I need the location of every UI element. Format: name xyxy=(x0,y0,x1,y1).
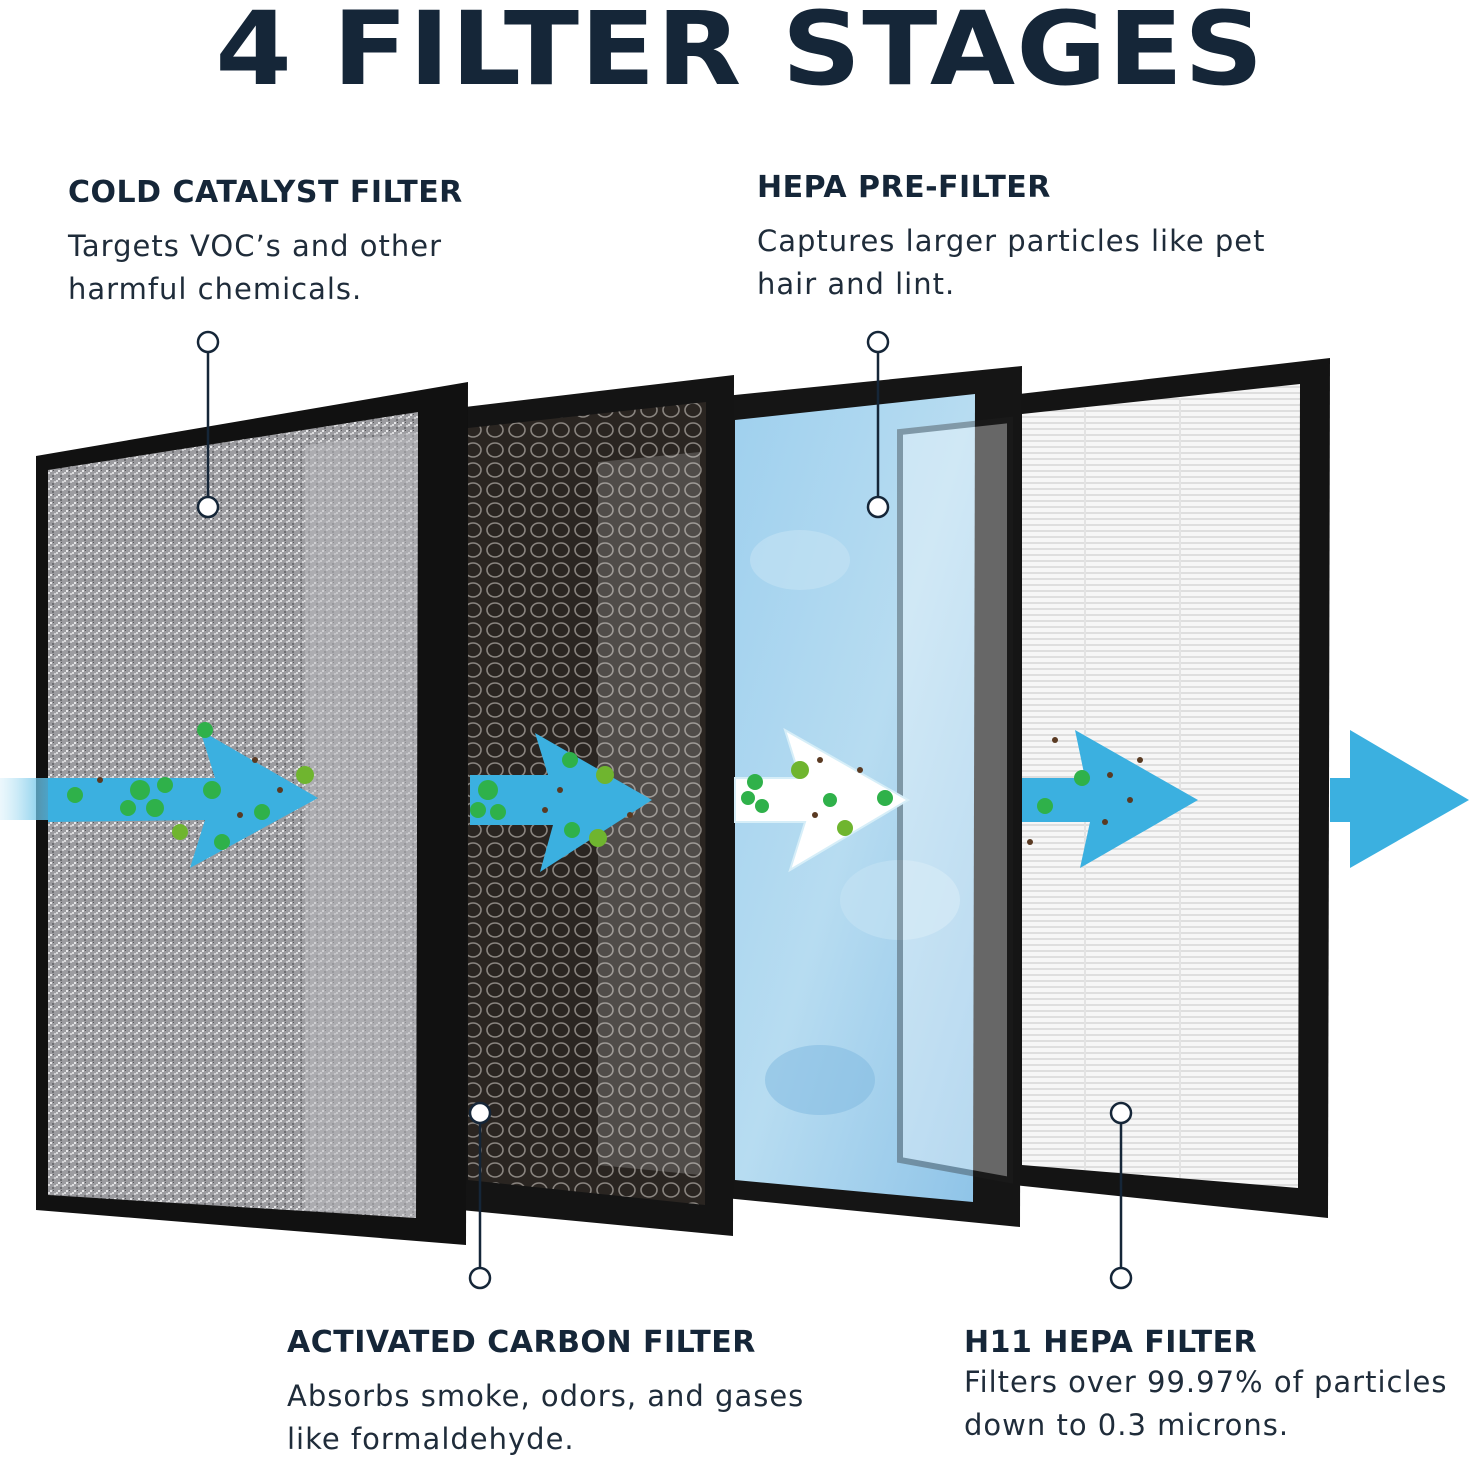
callout-leader-activated-carbon xyxy=(468,1101,492,1290)
filter-description: Filters over 99.97% of particles down to… xyxy=(964,1365,1448,1442)
filter-description: Captures larger particles like pet hair … xyxy=(757,224,1266,301)
callout-leader-h11-hepa xyxy=(1109,1101,1133,1290)
activated-carbon-caption: ACTIVATED CARBON FILTER Absorbs smoke, o… xyxy=(287,1325,867,1461)
page-title: 4 FILTER STAGES xyxy=(215,0,1265,109)
callout-leader-cold-catalyst xyxy=(196,330,220,519)
filter-description: Targets VOC’s and other harmful chemical… xyxy=(68,229,443,306)
airflow-arrows xyxy=(0,727,1469,873)
callout-leader-hepa-prefilter xyxy=(866,330,890,519)
cold-catalyst-caption: COLD CATALYST FILTER Targets VOC’s and o… xyxy=(68,175,488,311)
filter-heading: H11 HEPA FILTER xyxy=(964,1325,1258,1360)
filter-heading: HEPA PRE-FILTER xyxy=(757,170,1051,205)
filter-heading: ACTIVATED CARBON FILTER xyxy=(287,1325,756,1360)
filter-description: Absorbs smoke, odors, and gases like for… xyxy=(287,1379,805,1456)
filter-heading: COLD CATALYST FILTER xyxy=(68,175,463,210)
particles xyxy=(67,722,1143,850)
hepa-prefilter-caption: HEPA PRE-FILTER Captures larger particle… xyxy=(757,170,1277,306)
h11-hepa-caption: H11 HEPA FILTER Filters over 99.97% of p… xyxy=(964,1325,1464,1447)
